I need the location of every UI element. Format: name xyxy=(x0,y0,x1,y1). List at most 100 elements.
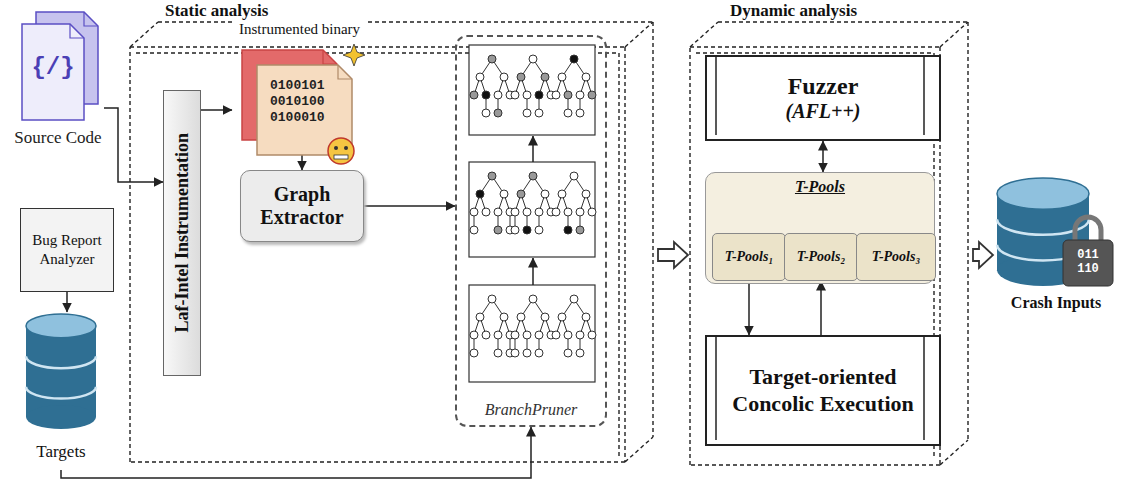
process-box: Fuzzer(AFL++) xyxy=(705,55,941,141)
lock-body xyxy=(1063,240,1113,286)
tree-node xyxy=(470,331,478,339)
emoji-mouth xyxy=(334,155,348,159)
node-label: T-Pools₃ xyxy=(872,249,921,265)
tree-panel xyxy=(469,162,595,257)
tree-node xyxy=(552,91,560,99)
binary-digits: 0100101 0010100 0100010 xyxy=(270,78,332,126)
connector-line xyxy=(301,155,303,170)
emoji-eye xyxy=(344,146,348,150)
node-label: T-Pools₁ xyxy=(725,249,774,265)
node-decoration xyxy=(707,337,937,442)
process-box: Graph Extractor xyxy=(240,170,364,242)
binary-icon: Instrumented binary0100101 0010100 01000… xyxy=(232,20,367,155)
connector-line xyxy=(748,281,750,335)
node-label: Target-oriented Concolic Execution xyxy=(723,364,923,417)
tree-node xyxy=(482,208,490,216)
folded-corner xyxy=(323,50,337,64)
process-side-bar xyxy=(715,335,717,440)
tree-node xyxy=(535,208,543,216)
analysis-region: Dynamic analysisFuzzer(AFL++)T-PoolsT-Po… xyxy=(690,2,970,467)
database-base xyxy=(26,405,96,429)
tree-node xyxy=(552,208,560,216)
region-outline xyxy=(940,440,968,465)
node-label: 011 110 xyxy=(1067,248,1109,276)
connector-line xyxy=(104,108,163,182)
region-outline xyxy=(130,461,625,462)
region-outline xyxy=(690,464,940,465)
tree-node xyxy=(588,91,596,99)
connector xyxy=(302,155,303,170)
connector xyxy=(201,110,232,111)
tree-node xyxy=(517,190,525,198)
tree-node xyxy=(582,73,590,81)
database-ring xyxy=(26,356,96,368)
folded-corner xyxy=(84,12,98,26)
folded-corner xyxy=(70,24,84,38)
sparkle xyxy=(343,44,365,66)
region-title: Static analysis xyxy=(165,2,268,20)
tree-node xyxy=(523,109,531,117)
process-box: Bug Report Analyzer xyxy=(20,208,114,292)
tree-node xyxy=(523,226,531,234)
tree-node xyxy=(535,226,543,234)
region-outline xyxy=(967,22,968,440)
tree-node xyxy=(582,313,590,321)
region-outline xyxy=(130,22,158,47)
tree-node xyxy=(494,208,502,216)
panel-arrow xyxy=(532,136,534,162)
region-outline xyxy=(690,22,718,47)
tree-node xyxy=(511,226,519,234)
block-arrow xyxy=(973,242,993,268)
connector-line xyxy=(66,292,68,312)
tree-node xyxy=(535,331,543,339)
tree-node xyxy=(494,109,502,117)
emoji-eye xyxy=(334,146,338,150)
region-outline xyxy=(689,47,690,465)
tree-node xyxy=(494,91,502,99)
tree-node xyxy=(523,349,531,357)
tree-node xyxy=(588,208,596,216)
process-side-bar xyxy=(923,55,925,135)
tree-node xyxy=(529,295,537,303)
tree-node xyxy=(523,208,531,216)
tree-node xyxy=(511,349,519,357)
region-outline xyxy=(690,46,940,47)
tree-node xyxy=(576,208,584,216)
tree-panel xyxy=(469,45,595,135)
region-outline xyxy=(624,47,625,462)
tree-node xyxy=(576,109,584,117)
tree-node xyxy=(552,331,560,339)
tree-panel xyxy=(469,285,595,382)
tree-node xyxy=(488,55,496,63)
region-outline xyxy=(696,52,934,53)
process-box: Laf-Intel Instrumentation xyxy=(163,90,201,376)
tree-node xyxy=(541,73,549,81)
database-top xyxy=(997,178,1089,209)
database-top xyxy=(26,314,96,338)
tree-node xyxy=(511,91,519,99)
node-label: Crash Inputs xyxy=(995,294,1117,312)
tree-node xyxy=(535,91,543,99)
tree-node xyxy=(564,331,572,339)
database-icon: Crash Inputs 011 110 xyxy=(995,178,1117,328)
tree-node xyxy=(500,73,508,81)
tree-node xyxy=(570,295,578,303)
tree-node xyxy=(564,91,572,99)
tree-node xyxy=(494,331,502,339)
tree-node xyxy=(576,226,584,234)
analysis-region: Static analysisLaf-Intel Instrumentation… xyxy=(130,2,655,464)
connector xyxy=(823,141,824,172)
tree-node xyxy=(494,226,502,234)
tree-node xyxy=(470,349,478,357)
pool-item: T-Pools₃ xyxy=(856,233,936,281)
pool-title: T-Pools xyxy=(706,178,934,196)
pruner-panel: BranchPruner xyxy=(455,35,607,427)
region-outline xyxy=(625,22,653,47)
tree-node xyxy=(470,226,478,234)
tree-node xyxy=(541,190,549,198)
process-side-bar xyxy=(715,55,717,135)
tree-node xyxy=(576,91,584,99)
block-arrow-shape xyxy=(658,242,688,268)
tree-node xyxy=(494,349,502,357)
region-outline xyxy=(625,437,653,462)
